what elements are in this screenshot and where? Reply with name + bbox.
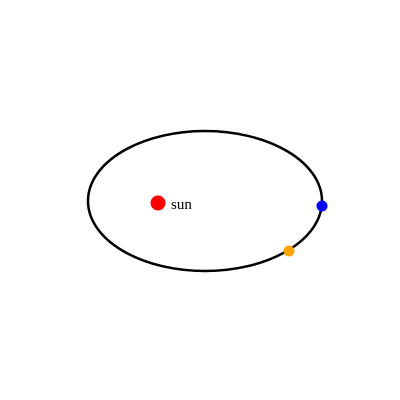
sun-marker [150,195,166,211]
sun-label: sun [171,197,192,213]
orange-planet-marker [283,245,295,257]
blue-planet-marker [316,200,328,212]
